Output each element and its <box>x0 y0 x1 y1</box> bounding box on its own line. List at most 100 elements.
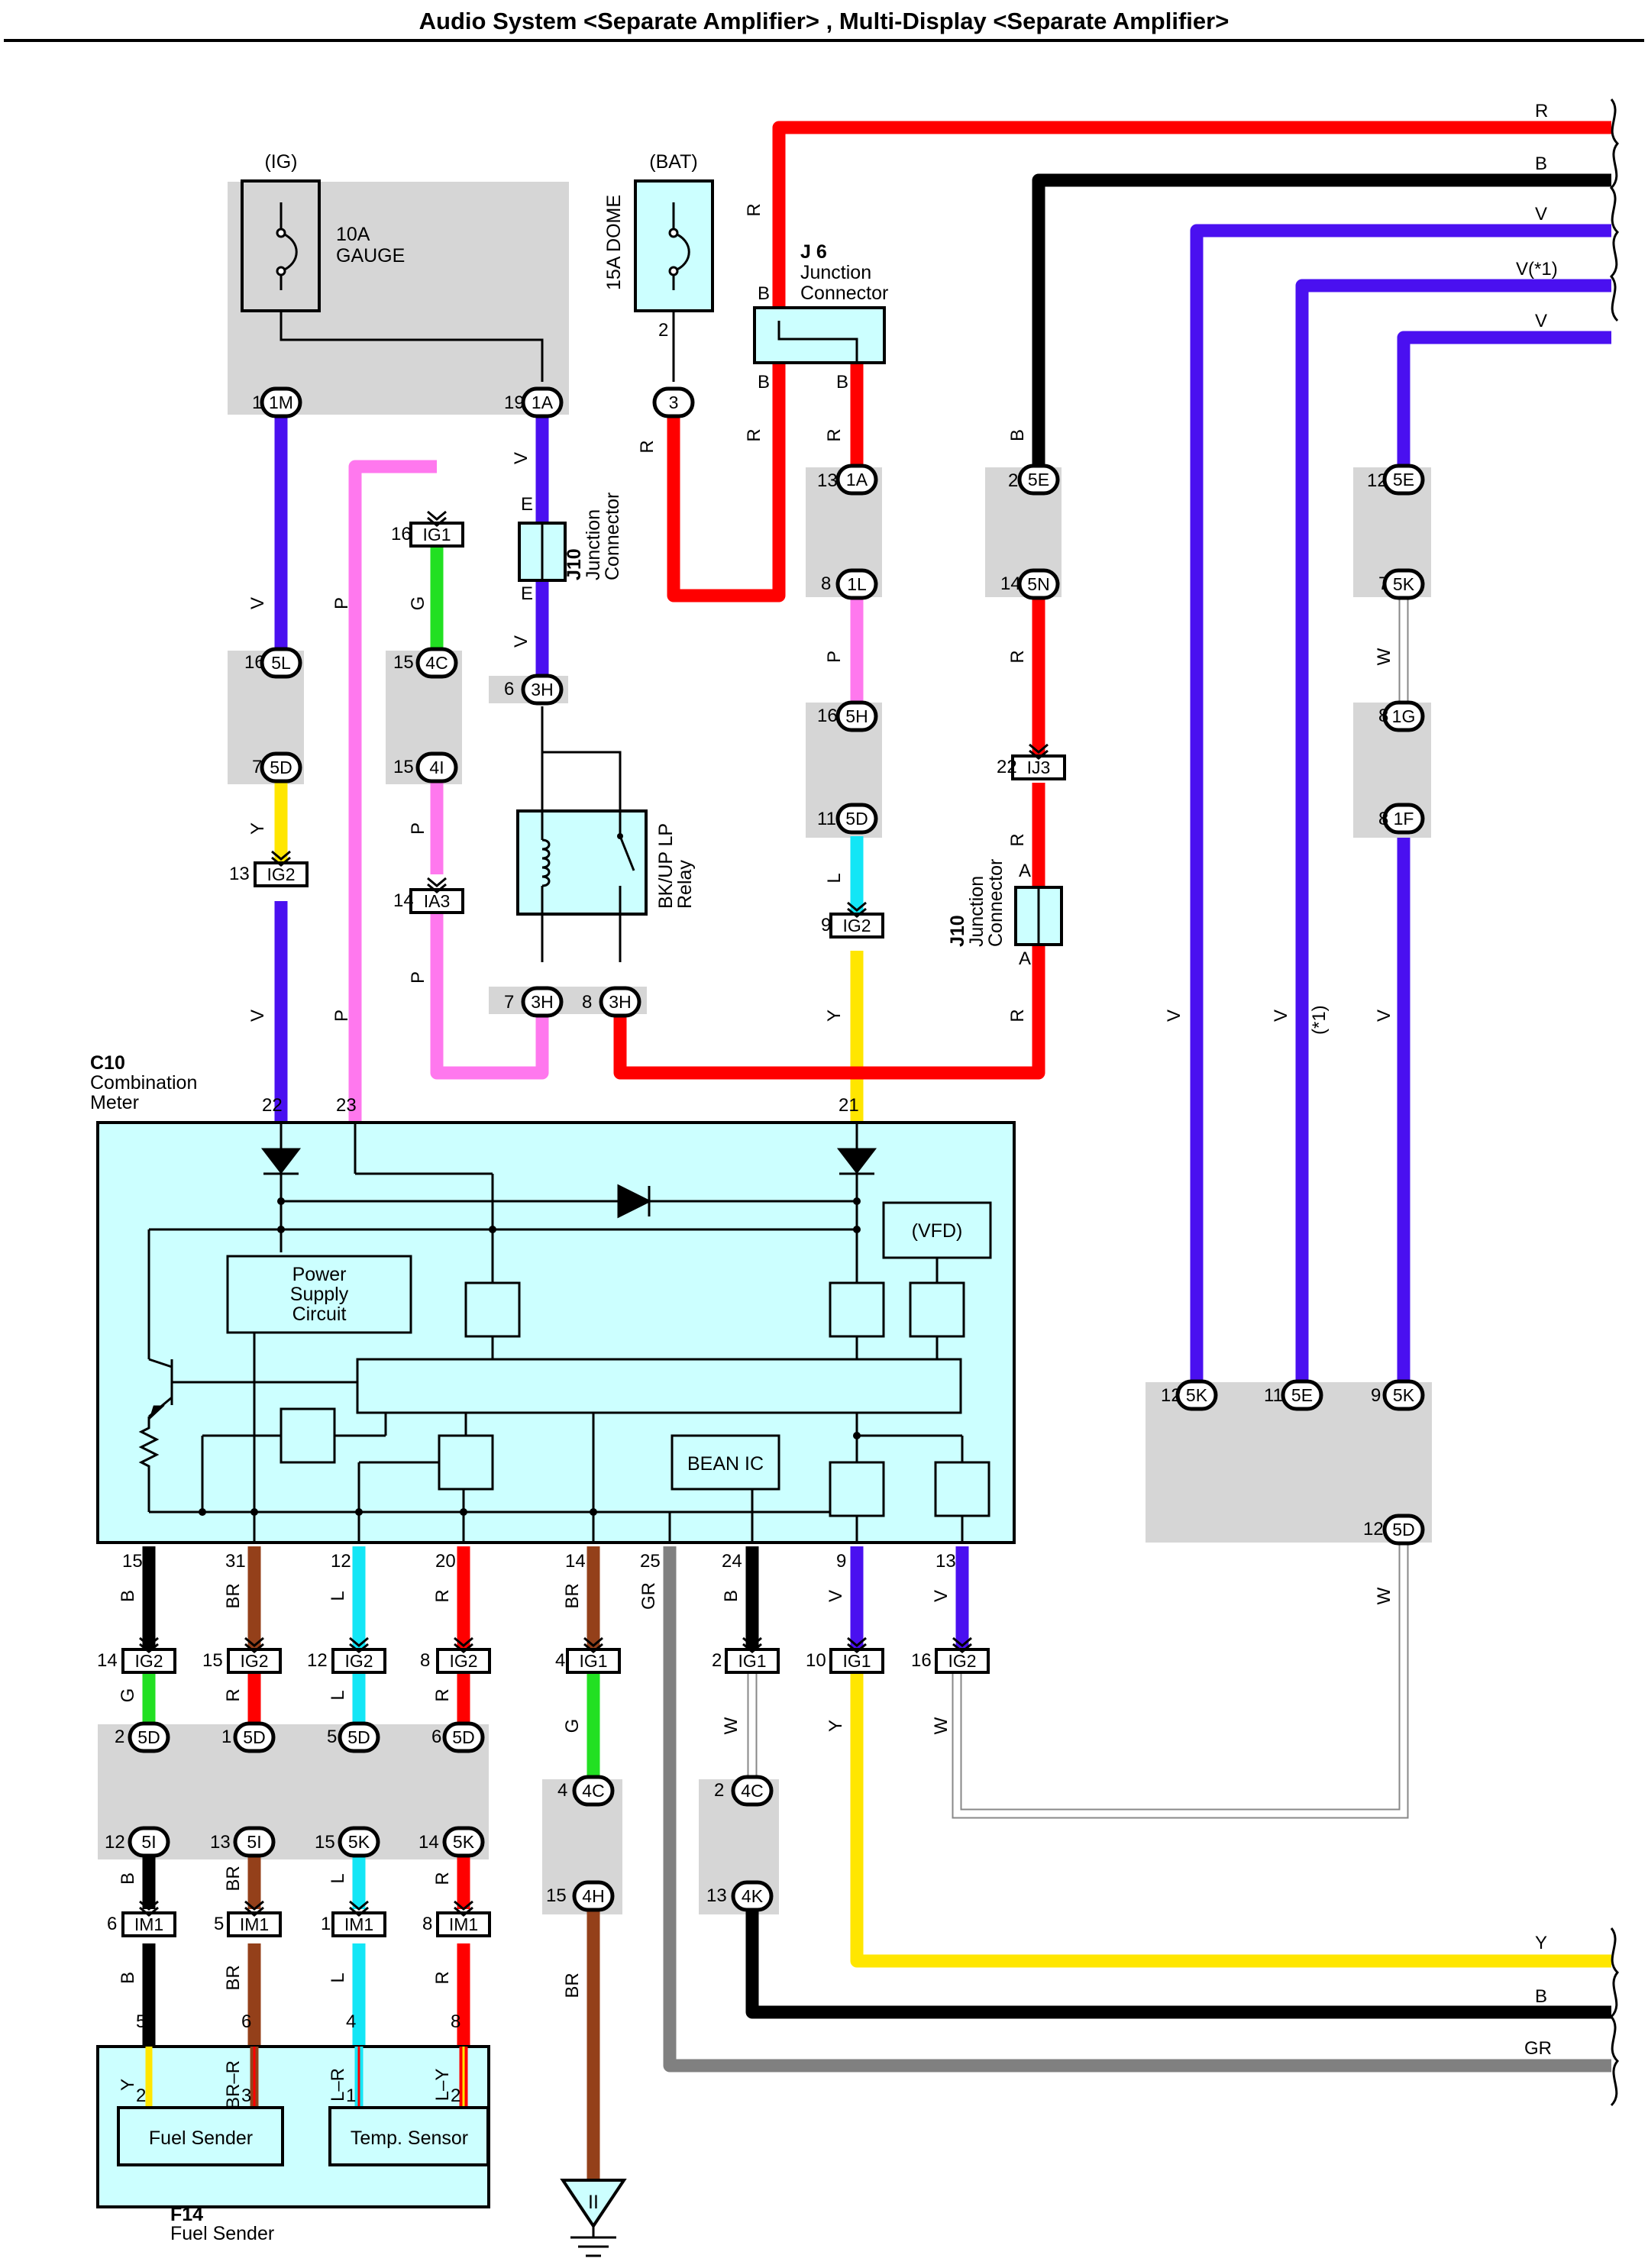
svg-text:Fuel Sender: Fuel Sender <box>170 2223 274 2244</box>
wires <box>142 121 1611 2180</box>
wire-label: L <box>328 1873 348 1883</box>
pin-number: 5 <box>327 1727 337 1747</box>
wire-label: W <box>721 1717 742 1734</box>
svg-text:GR: GR <box>1524 2038 1552 2059</box>
svg-text:B: B <box>758 372 770 393</box>
pin-number: 6 <box>107 1914 117 1934</box>
svg-text:BEAN IC: BEAN IC <box>687 1453 764 1475</box>
wire-label: BR–R <box>223 2060 244 2109</box>
wire-label: B <box>118 1872 138 1885</box>
pin-number: 15 <box>393 652 414 673</box>
svg-text:IJ3: IJ3 <box>1027 758 1051 777</box>
pin-number: 2 <box>658 320 668 341</box>
connector-5d: 5D <box>260 751 302 783</box>
connector-5n: 5N <box>1017 568 1060 600</box>
svg-text:3: 3 <box>669 393 679 412</box>
pin-number: 6 <box>504 679 514 699</box>
wire-label: V <box>247 1010 268 1022</box>
fuse-gauge: (IG) 10A GAUGE <box>241 151 405 312</box>
svg-text:V(*1): V(*1) <box>1516 259 1558 279</box>
block-im1: IM1 <box>331 1900 386 1937</box>
svg-text:Combination: Combination <box>90 1072 197 1094</box>
pin-number: 14 <box>1000 573 1021 594</box>
svg-text:4C: 4C <box>741 1781 763 1801</box>
block-ig2: IG2 <box>829 901 884 939</box>
svg-text:E: E <box>521 583 533 604</box>
connector-5h: 5H <box>835 700 878 732</box>
pin-number: 12 <box>1363 1519 1384 1539</box>
svg-text:IM1: IM1 <box>240 1914 269 1934</box>
wire-label: R <box>432 1971 453 1984</box>
svg-text:5N: 5N <box>1027 574 1049 594</box>
wire-V-top2 <box>1295 279 1611 1390</box>
svg-text:Circuit: Circuit <box>292 1304 347 1325</box>
svg-text:5I: 5I <box>247 1832 261 1852</box>
svg-text:V: V <box>1535 204 1547 225</box>
pin-number: 16 <box>911 1650 932 1671</box>
pin-number: 13 <box>817 470 838 491</box>
block-ig1: IG1 <box>829 1636 884 1674</box>
svg-text:B: B <box>1535 1986 1547 2007</box>
wire-label: W <box>931 1717 952 1734</box>
fuel-sender-unit: Fuel Sender Temp. Sensor F14 Fuel Sender <box>96 2045 490 2244</box>
connector-5l: 5L <box>260 647 302 679</box>
block-im1: IM1 <box>227 1900 282 1937</box>
pin-number: 7 <box>504 992 514 1013</box>
connector-5d: 5D <box>442 1721 485 1753</box>
block-ig2: IG2 <box>254 850 309 887</box>
wire-label: R <box>637 440 658 453</box>
connector-1a: 1A <box>835 464 878 496</box>
pin-number: 10 <box>806 1650 826 1671</box>
svg-text:IM1: IM1 <box>449 1914 478 1934</box>
wire-label: P <box>824 651 845 663</box>
block-ij3: IJ3 <box>1011 743 1066 780</box>
wire-label: P <box>408 971 428 984</box>
connector-3h: 3H <box>599 986 641 1018</box>
wire-label: L <box>824 873 845 883</box>
pin-number: 24 <box>722 1551 742 1572</box>
svg-text:GAUGE: GAUGE <box>336 245 405 267</box>
block-ig1: IG1 <box>566 1636 621 1674</box>
j10-junction-upper: E E J10 Junction Connector <box>518 493 623 604</box>
wire-label: B <box>721 1590 742 1602</box>
wire-label: L <box>328 1690 348 1700</box>
pin-number: 15 <box>393 757 414 777</box>
svg-text:4H: 4H <box>582 1886 604 1906</box>
pin-number: 2 <box>1008 470 1018 491</box>
wire-label: V <box>931 1590 952 1602</box>
connector-1l: 1L <box>835 568 878 600</box>
pin-number: 11 <box>1264 1385 1283 1406</box>
pin-number: 1 <box>221 1727 231 1747</box>
svg-text:Meter: Meter <box>90 1092 139 1113</box>
connector-4c: 4C <box>731 1775 774 1807</box>
block-ig2: IG2 <box>436 1636 491 1674</box>
wire-label: L <box>328 1972 348 1982</box>
connector-4h: 4H <box>572 1880 615 1912</box>
wire-label: V <box>511 452 532 464</box>
svg-text:V: V <box>1535 311 1547 331</box>
pin-number: 8 <box>1378 809 1388 829</box>
svg-text:Connector: Connector <box>602 493 623 580</box>
wire-label: W <box>1374 1587 1394 1604</box>
pin-number: 6 <box>431 1727 441 1747</box>
block-im1: IM1 <box>121 1900 176 1937</box>
svg-text:IG1: IG1 <box>842 1651 871 1671</box>
svg-text:3H: 3H <box>531 992 553 1012</box>
svg-text:10A: 10A <box>336 224 370 245</box>
pin-number: 2 <box>712 1650 722 1671</box>
connector-5d: 5D <box>128 1721 170 1753</box>
star-note: (*1) <box>1309 1005 1330 1035</box>
pin-number: 8 <box>451 2011 460 2032</box>
connector-5k: 5K <box>1382 1379 1425 1411</box>
pin-number: 8 <box>582 992 592 1013</box>
wire-label: L–R <box>328 2068 348 2102</box>
wire-label: L–Y <box>432 2069 453 2102</box>
wire-label: R <box>824 428 845 441</box>
connector-5d: 5D <box>338 1721 380 1753</box>
pin-number: 15 <box>122 1551 143 1572</box>
svg-text:IG1: IG1 <box>422 525 451 544</box>
pin-number: 3 <box>241 2085 251 2106</box>
pin-number: 8 <box>420 1650 430 1671</box>
